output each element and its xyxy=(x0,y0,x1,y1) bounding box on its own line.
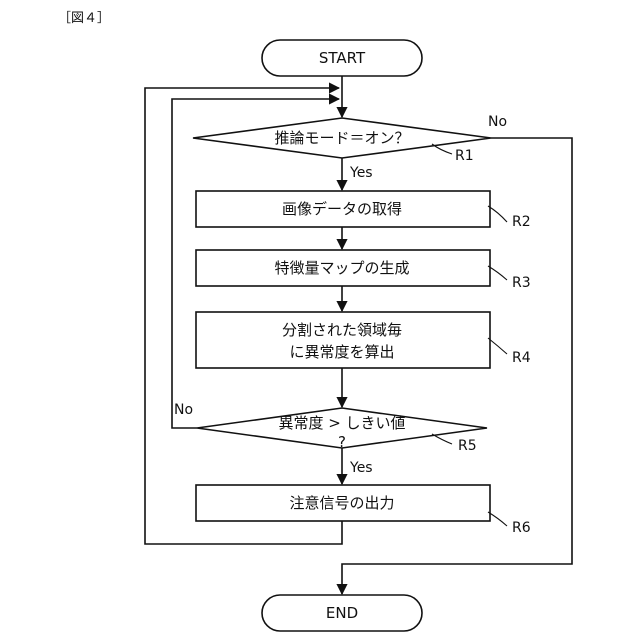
process-r4-label-line2: に異常度を算出 xyxy=(289,343,394,361)
process-r3-label: 特徴量マップの生成 xyxy=(274,259,409,277)
leader-r4 xyxy=(488,338,507,354)
leader-r3 xyxy=(488,266,507,280)
leader-r5 xyxy=(432,434,452,444)
leader-r2 xyxy=(488,206,507,222)
edge-r5-yes-label: Yes xyxy=(349,460,373,476)
edge-r5-no-label: No xyxy=(174,402,193,418)
ref-r2: R2 xyxy=(512,214,531,230)
start-label: START xyxy=(319,49,366,67)
edge-r1-no-label: No xyxy=(488,114,507,130)
decision-r5-label-line1: 異常度 > しきい値 xyxy=(278,414,405,432)
process-r6-label: 注意信号の出力 xyxy=(289,494,394,512)
ref-r3: R3 xyxy=(512,275,531,291)
ref-r5: R5 xyxy=(458,438,477,454)
process-r2-label: 画像データの取得 xyxy=(282,200,402,218)
ref-r6: R6 xyxy=(512,520,531,536)
figure-label: ［図４］ xyxy=(58,11,110,26)
ref-r4: R4 xyxy=(512,350,531,366)
process-r4-label-line1: 分割された領域毎 xyxy=(282,321,402,339)
leader-r6 xyxy=(488,512,507,526)
ref-r1: R1 xyxy=(455,148,474,164)
end-label: END xyxy=(326,604,358,622)
leader-r1 xyxy=(432,144,452,154)
decision-r1-label: 推論モード＝オン？ xyxy=(274,129,409,147)
edge-r1-yes-label: Yes xyxy=(349,165,373,181)
